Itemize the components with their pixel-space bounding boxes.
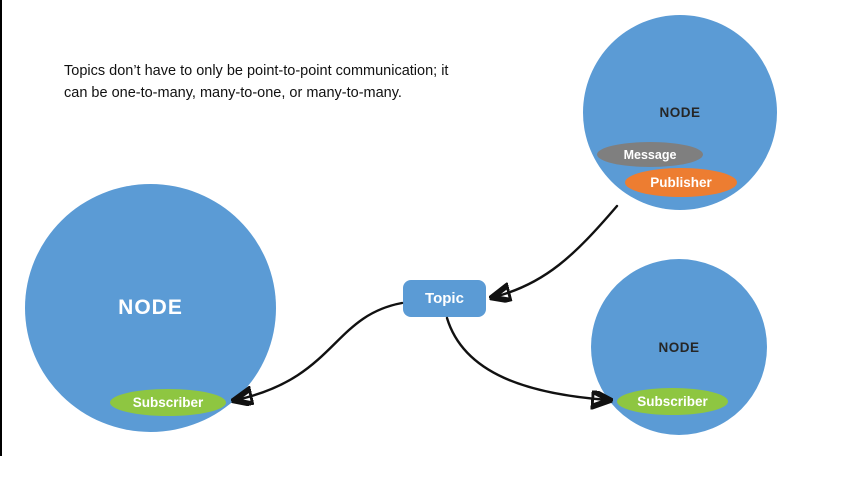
message-badge: Message	[597, 142, 703, 167]
topic-box: Topic	[403, 280, 486, 317]
arrow-publisher-to-topic	[494, 204, 619, 297]
caption-line-1: Topics don’t have to only be point-to-po…	[64, 63, 449, 79]
left-subscriber-badge: Subscriber	[110, 389, 226, 416]
bottom-right-subscriber-badge: Subscriber	[617, 388, 728, 415]
arrow-topic-to-bottom-right-subscriber	[445, 316, 608, 400]
publisher-badge: Publisher	[625, 168, 737, 197]
left-edge-line	[0, 0, 2, 456]
caption: Topics don’t have to only be point-to-po…	[64, 60, 504, 104]
caption-line-2: can be one-to-many, many-to-one, or many…	[64, 85, 402, 101]
